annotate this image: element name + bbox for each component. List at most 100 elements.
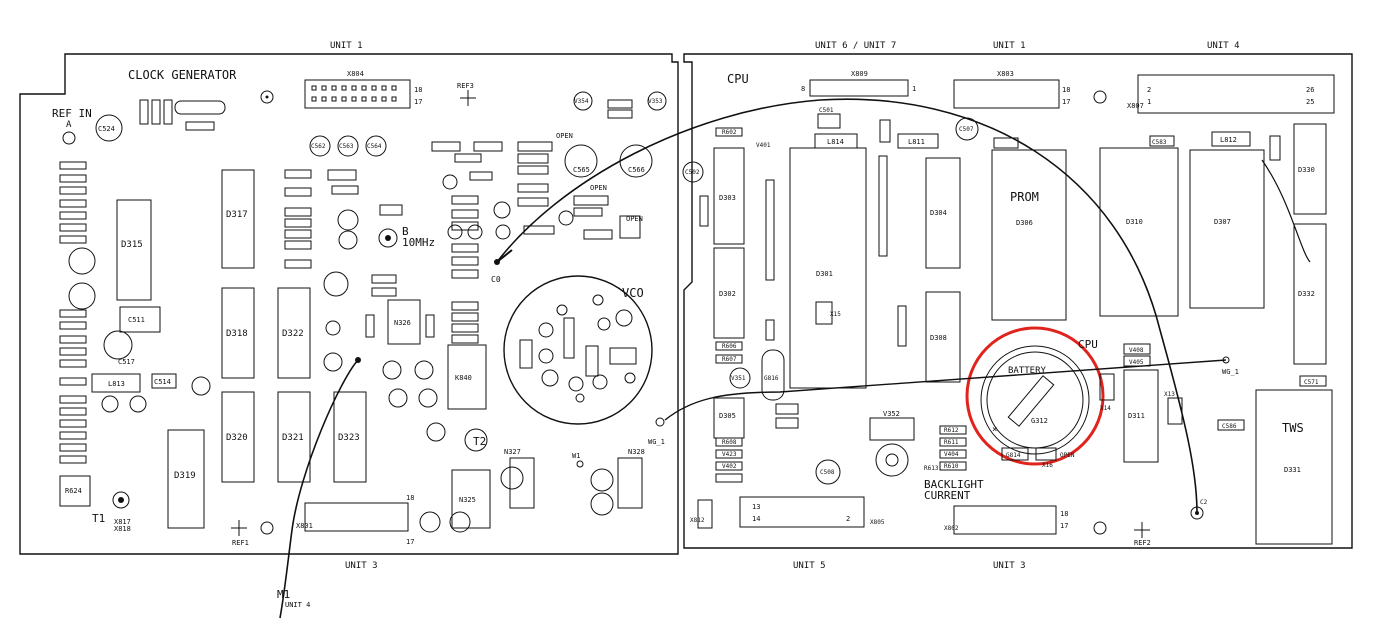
- d310-ic: [1099, 147, 1179, 317]
- c539-capacitor: [500, 466, 524, 490]
- d330-ic: [1293, 123, 1327, 215]
- mid-resistor-column: [284, 169, 359, 269]
- vco-label: VCO: [622, 286, 644, 300]
- x812-jumper: [697, 499, 713, 529]
- c563-label: C563: [339, 143, 354, 150]
- left-resistor-column: [59, 161, 87, 464]
- l811-inductor: [897, 133, 939, 149]
- c563-capacitor: [337, 135, 359, 157]
- x805-pin13: 13: [752, 503, 760, 511]
- ref3-mark: [460, 90, 476, 106]
- d332-ic: [1293, 223, 1327, 365]
- v353-transistor: [647, 91, 667, 111]
- c571-label: C571: [1304, 379, 1319, 386]
- w1-label: W1: [572, 452, 580, 460]
- t2-label: T2: [473, 435, 486, 448]
- x817-pin: [118, 497, 124, 503]
- c514-capacitor: [151, 373, 177, 389]
- v360-transistor: [338, 230, 358, 250]
- m1-point: [355, 357, 361, 363]
- d307-label: D307: [1214, 218, 1231, 226]
- c514-label: C514: [154, 378, 171, 386]
- g816-label: G816: [764, 375, 779, 382]
- v351-label: V351: [731, 375, 746, 382]
- d307-ic: [1189, 149, 1265, 309]
- x14-label: X14: [1100, 405, 1111, 412]
- g312-label: G312: [1031, 417, 1048, 425]
- x801-pin17: 17: [406, 538, 414, 546]
- d318-ic: [221, 287, 255, 379]
- g814-label: G814: [1006, 452, 1021, 459]
- unit5-label: UNIT 5: [793, 561, 826, 571]
- d331-label: D331: [1284, 466, 1301, 474]
- d332-label: D332: [1298, 290, 1315, 298]
- n325-ic: [451, 469, 491, 529]
- resistor-group-k840: [451, 301, 479, 344]
- v401-label: V401: [756, 142, 771, 149]
- c503b-capacitor: [993, 137, 1019, 149]
- c580-capacitor: [388, 388, 408, 408]
- t2-transformer: [464, 428, 488, 452]
- r613-pot-center: [885, 453, 899, 467]
- board-outline-right: [683, 53, 1353, 549]
- mounting-hole-1: [260, 90, 274, 104]
- vco-shield: [503, 275, 653, 425]
- ref2-label: REF2: [1134, 539, 1151, 547]
- vco-components: [519, 294, 637, 403]
- d331-tws-ic: [1255, 389, 1333, 545]
- c517-trimmer: [103, 330, 133, 360]
- c562-label: C562: [311, 143, 326, 150]
- resistor-group-top: [139, 99, 215, 131]
- c567b-capacitor: [419, 511, 441, 533]
- unit3-right-label: UNIT 3: [993, 561, 1026, 571]
- x807-pin26: 26: [1306, 86, 1314, 94]
- v352-label: V352: [883, 410, 900, 418]
- b-label: B: [402, 225, 409, 238]
- v371-transistor: [495, 224, 511, 240]
- c583-label: C583: [1152, 139, 1167, 146]
- unit1-left-label: UNIT 1: [330, 41, 363, 51]
- open-label-3: OPEN: [626, 215, 643, 223]
- ref-in-connector: [62, 131, 76, 145]
- r612-label: R612: [944, 427, 959, 434]
- ref-in-a-label: A: [66, 120, 72, 130]
- x807-pin1: 1: [1147, 98, 1151, 106]
- c547-capacitor: [590, 468, 614, 492]
- d304-ic: [925, 157, 961, 269]
- c577-capacitor: [414, 360, 434, 380]
- x809-pin8: 8: [801, 85, 805, 93]
- n327-label: N327: [504, 448, 521, 456]
- c548-capacitor: [590, 492, 614, 516]
- d323-ic: [333, 391, 367, 483]
- r610-label: R610: [944, 463, 959, 470]
- r613-backlight-pot: [875, 443, 909, 477]
- c502-label: C502: [685, 169, 700, 176]
- c531-capacitor: [379, 204, 403, 216]
- c566-label: C566: [628, 166, 645, 174]
- r613-label: R613: [924, 465, 939, 472]
- c2-label: C2: [1200, 499, 1208, 506]
- x802-pin17: 17: [1060, 522, 1068, 530]
- l813-inductor: [91, 373, 141, 393]
- x818-label: X818: [114, 525, 131, 533]
- d303-ic: [713, 147, 745, 245]
- c503-capacitor: [775, 403, 799, 415]
- c517-label: C517: [118, 358, 135, 366]
- x817-connector: [112, 491, 130, 509]
- d302-label: D302: [719, 290, 736, 298]
- unit4-label: UNIT 4: [1207, 41, 1240, 51]
- g816-crystal: [761, 349, 785, 401]
- c565-label: C565: [573, 166, 590, 174]
- c551-capacitor: [323, 352, 343, 372]
- v359-transistor: [68, 247, 96, 275]
- c0-label: C0: [491, 275, 501, 284]
- n326-ic: [387, 299, 421, 345]
- c565-capacitor: [564, 144, 598, 178]
- c522-capacitor: [191, 376, 211, 396]
- c586-label: C586: [1222, 423, 1237, 430]
- k840-relay: [447, 344, 487, 410]
- r611-label: R611: [944, 439, 959, 446]
- right-resistor-col-b: [939, 425, 967, 471]
- tws-label: TWS: [1282, 421, 1304, 435]
- c508-label: C508: [820, 469, 835, 476]
